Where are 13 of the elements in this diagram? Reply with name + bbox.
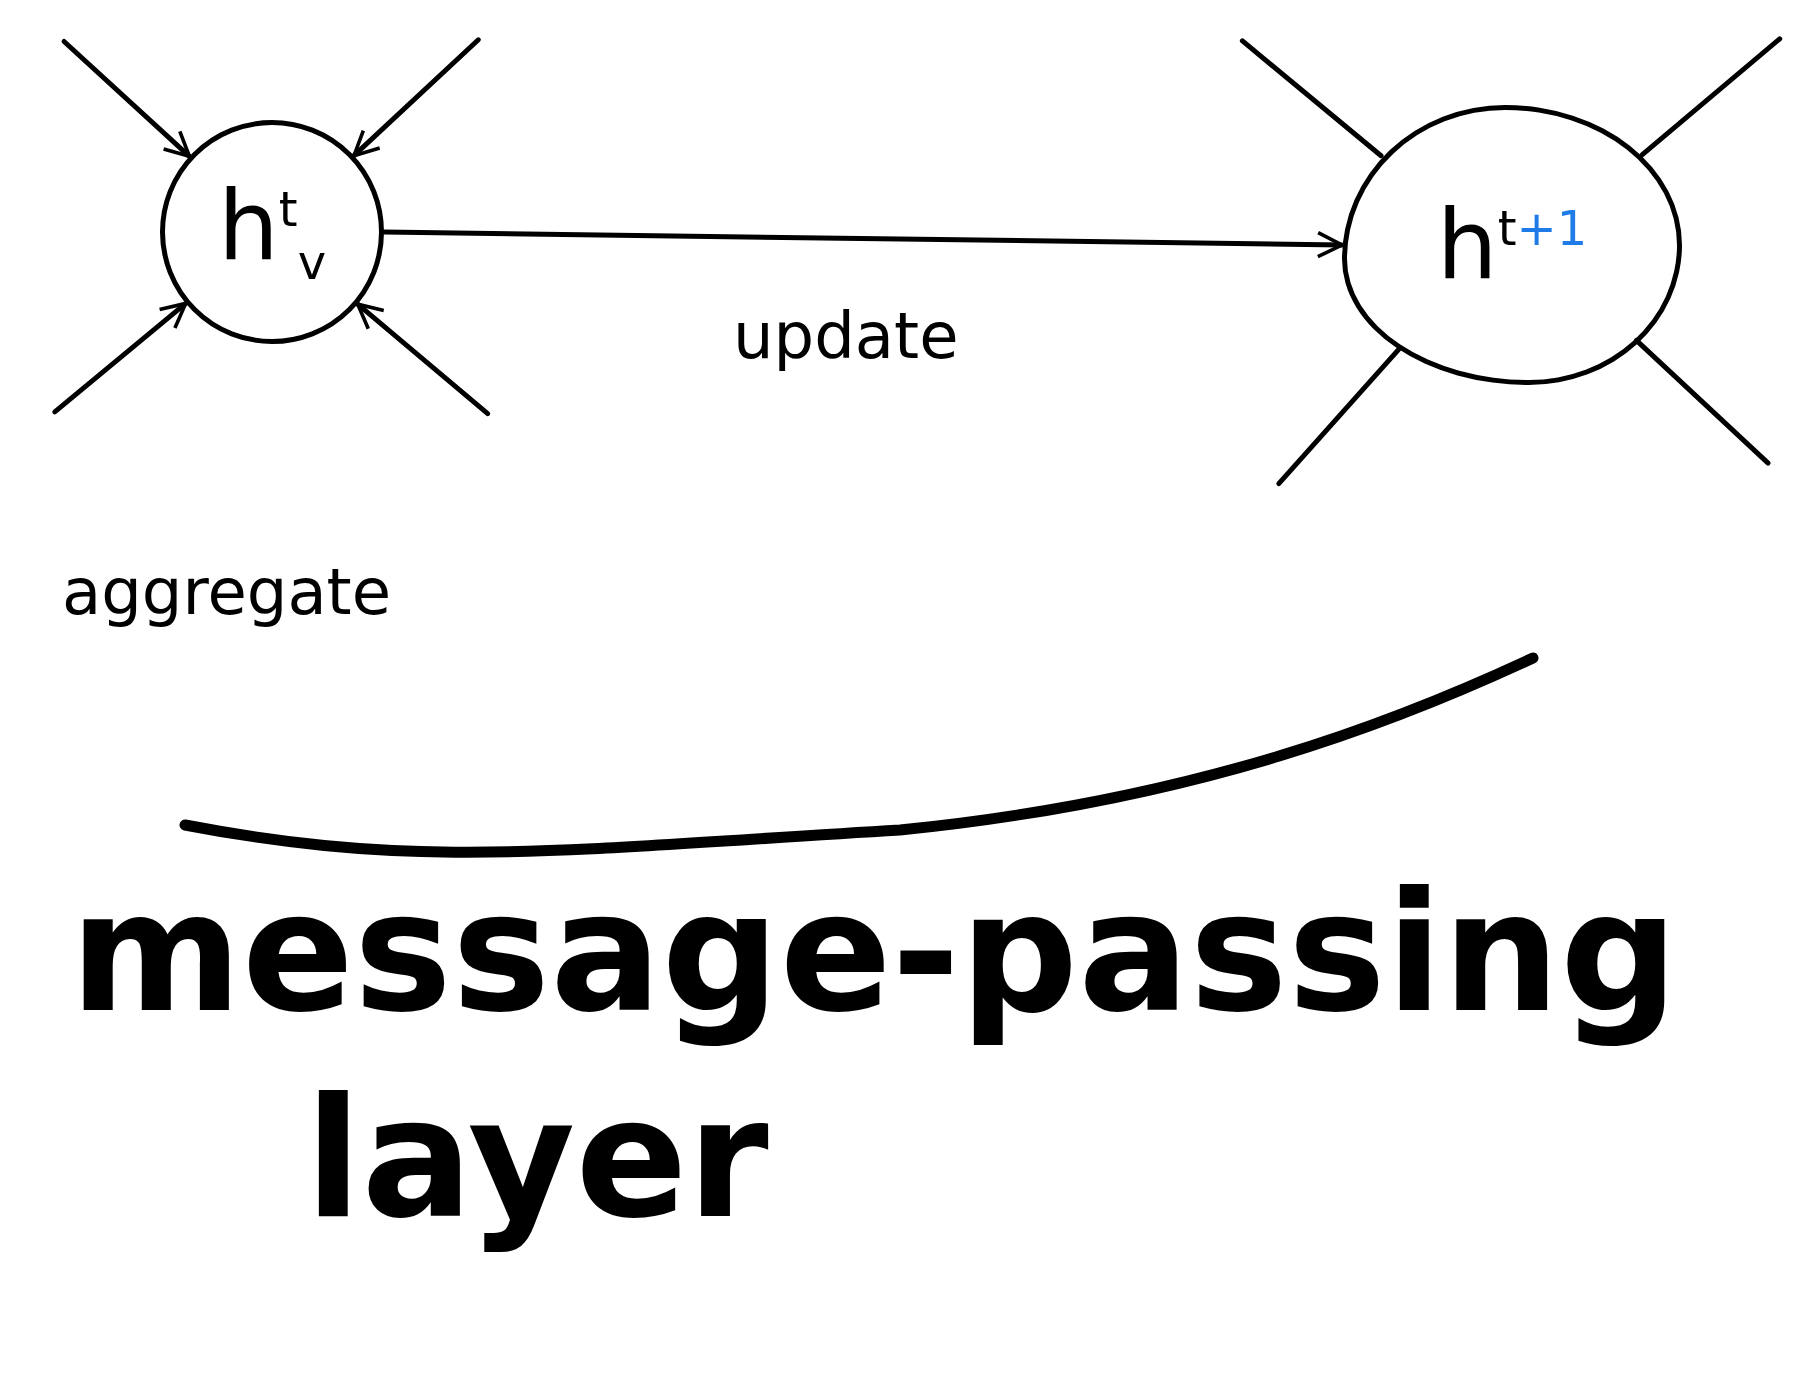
arrow xyxy=(52,300,189,415)
title: message-passing layer xyxy=(70,856,1680,1258)
edge-label: update xyxy=(733,298,959,373)
arrow xyxy=(355,301,491,417)
line xyxy=(1276,346,1402,487)
arrow xyxy=(61,39,192,159)
node-circle xyxy=(160,120,384,344)
line xyxy=(1639,36,1783,158)
line xyxy=(1239,38,1384,159)
arrow xyxy=(351,37,481,159)
text-label: aggregate xyxy=(62,555,392,629)
arrow xyxy=(381,229,1345,259)
node-blob xyxy=(1342,105,1682,385)
